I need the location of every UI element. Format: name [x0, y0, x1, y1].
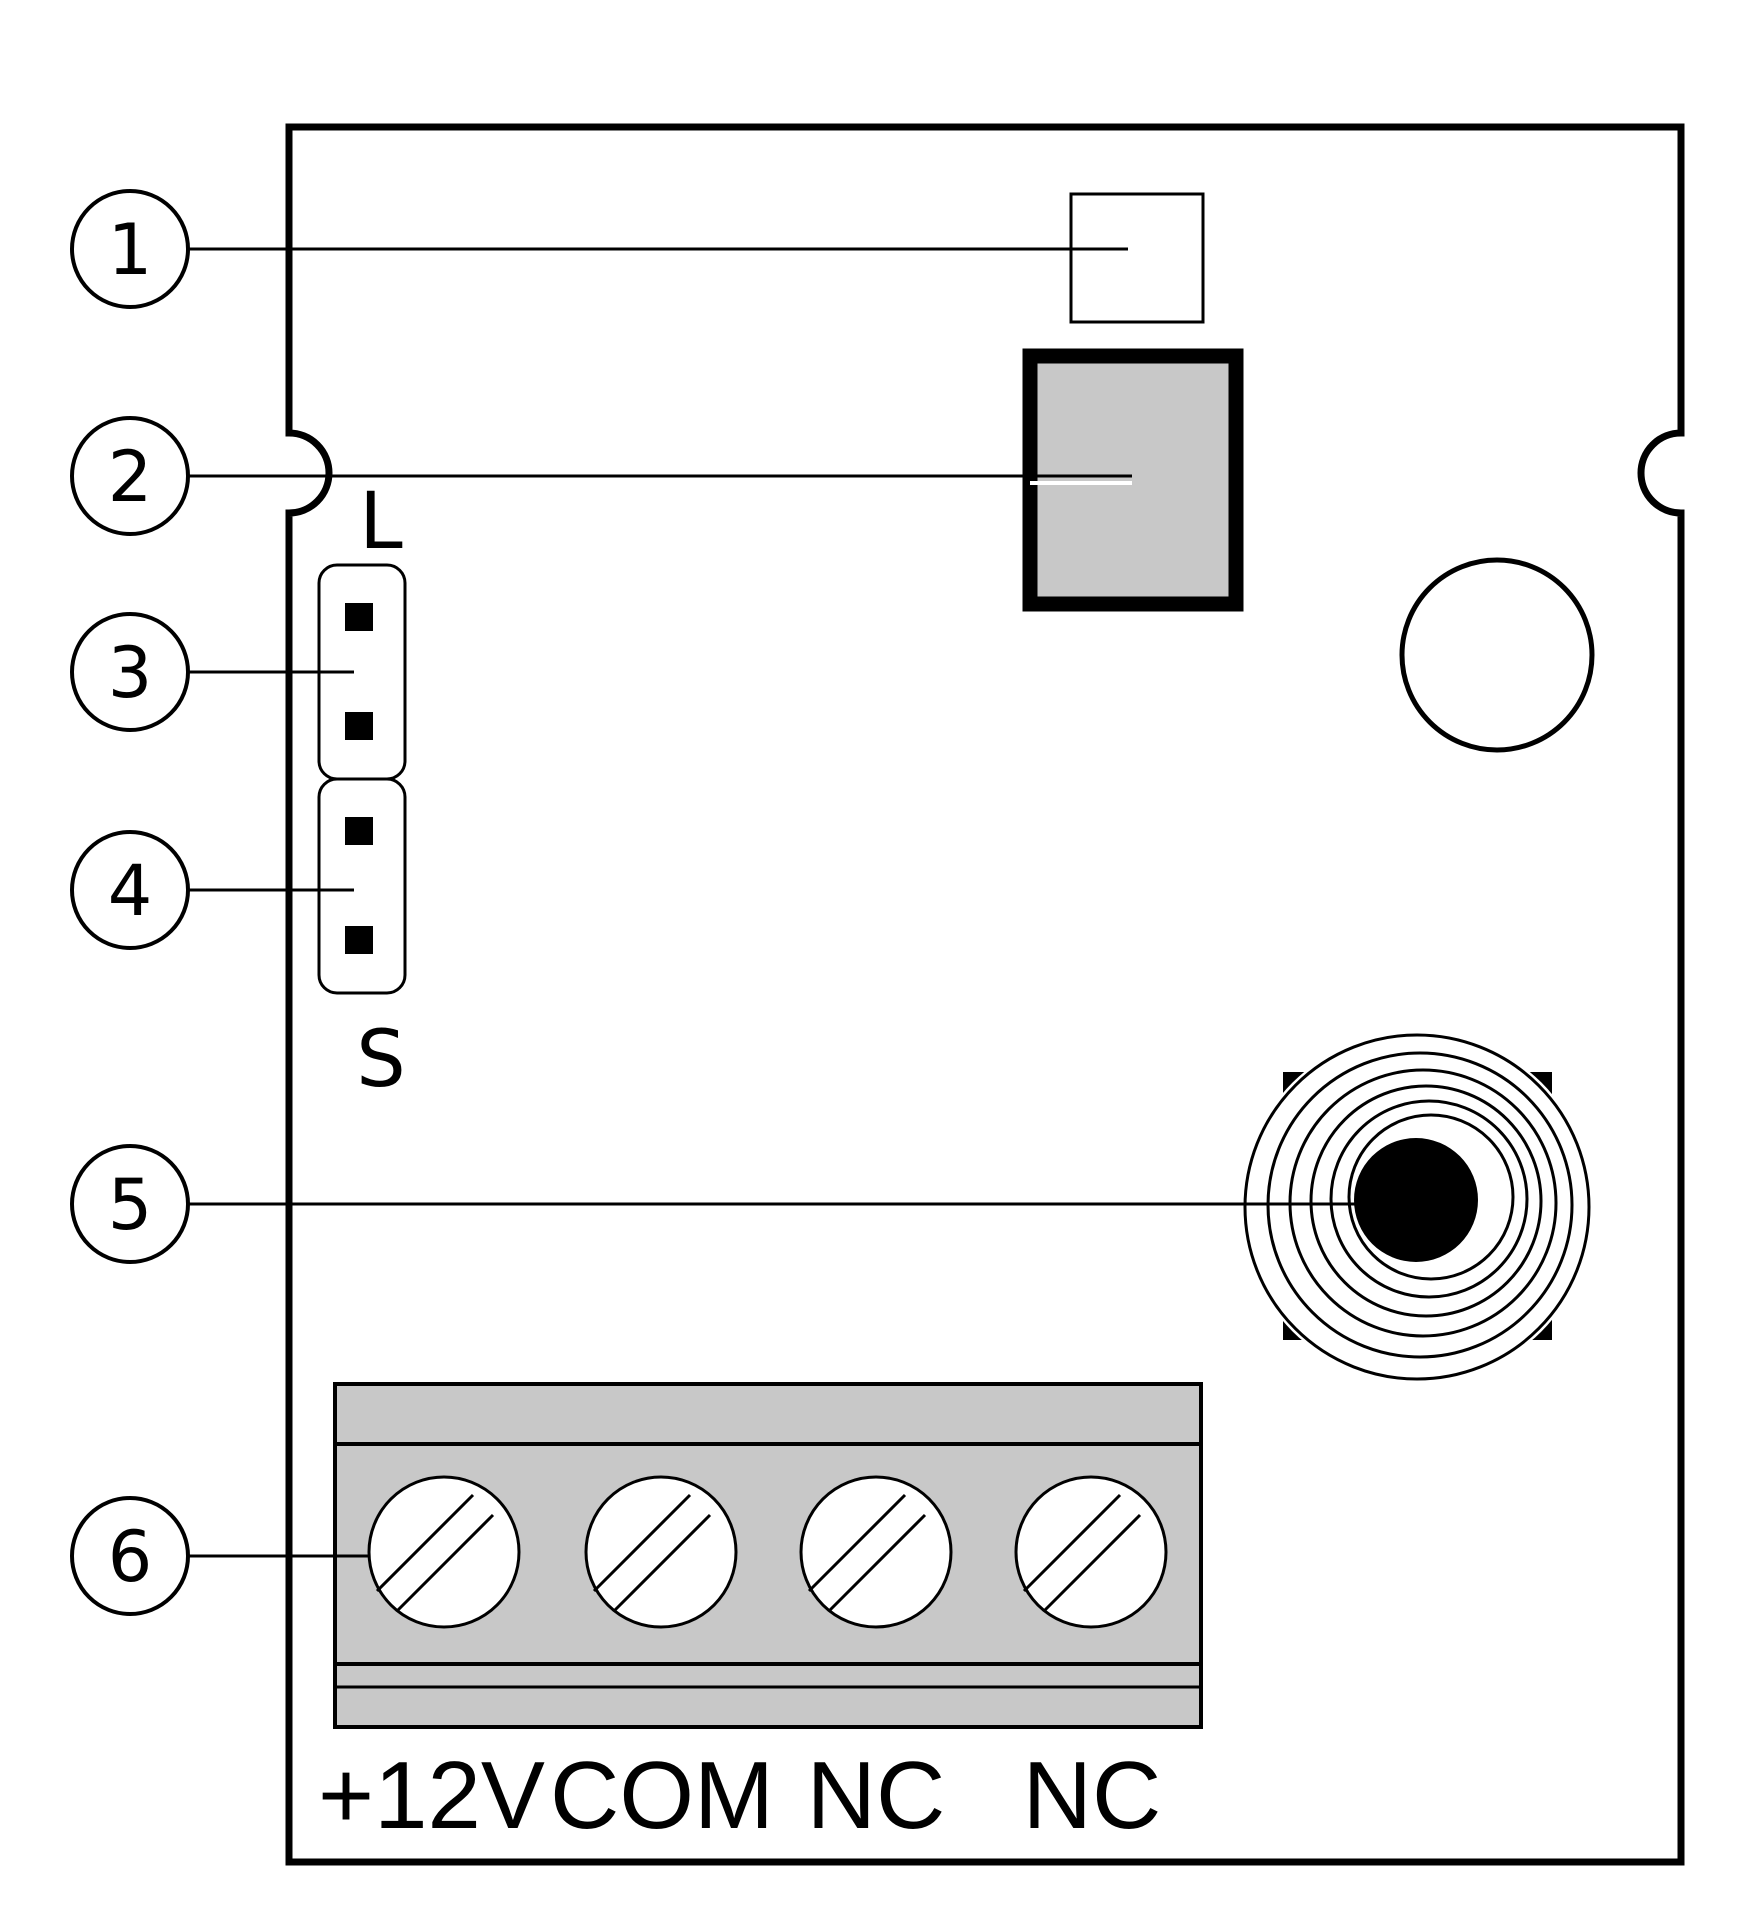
callout-3: 3 — [70, 612, 190, 732]
jumper-label-l: L — [359, 477, 403, 567]
svg-text:5: 5 — [108, 1164, 153, 1246]
mounting-hole — [1399, 557, 1595, 753]
svg-text:4: 4 — [108, 850, 153, 932]
callout-2: 2 — [70, 416, 190, 536]
terminal-screw-3 — [799, 1475, 953, 1629]
terminal-label-nc-1: NC — [807, 1742, 946, 1849]
buzzer — [1241, 1031, 1593, 1383]
callout-4: 4 — [70, 830, 190, 950]
terminal-screw-4 — [1014, 1475, 1168, 1629]
svg-text:6: 6 — [108, 1516, 153, 1598]
terminal-label-com: COM — [550, 1742, 774, 1849]
svg-text:3: 3 — [108, 632, 153, 714]
jumper-4 — [317, 777, 407, 995]
component-2-button — [1022, 348, 1244, 612]
terminal-label-12v: +12V — [318, 1742, 545, 1849]
svg-text:1: 1 — [108, 209, 153, 291]
svg-text:2: 2 — [108, 436, 153, 518]
callout-1: 1 — [70, 189, 190, 309]
callout-6: 6 — [70, 1496, 190, 1616]
terminal-screw-2 — [584, 1475, 738, 1629]
terminal-screw-1 — [367, 1475, 521, 1629]
terminal-block — [333, 1382, 1203, 1729]
terminal-label-nc-2: NC — [1023, 1742, 1162, 1849]
callout-5: 5 — [70, 1144, 190, 1264]
jumper-label-s: S — [356, 1015, 406, 1105]
component-1-outline — [1069, 192, 1205, 324]
